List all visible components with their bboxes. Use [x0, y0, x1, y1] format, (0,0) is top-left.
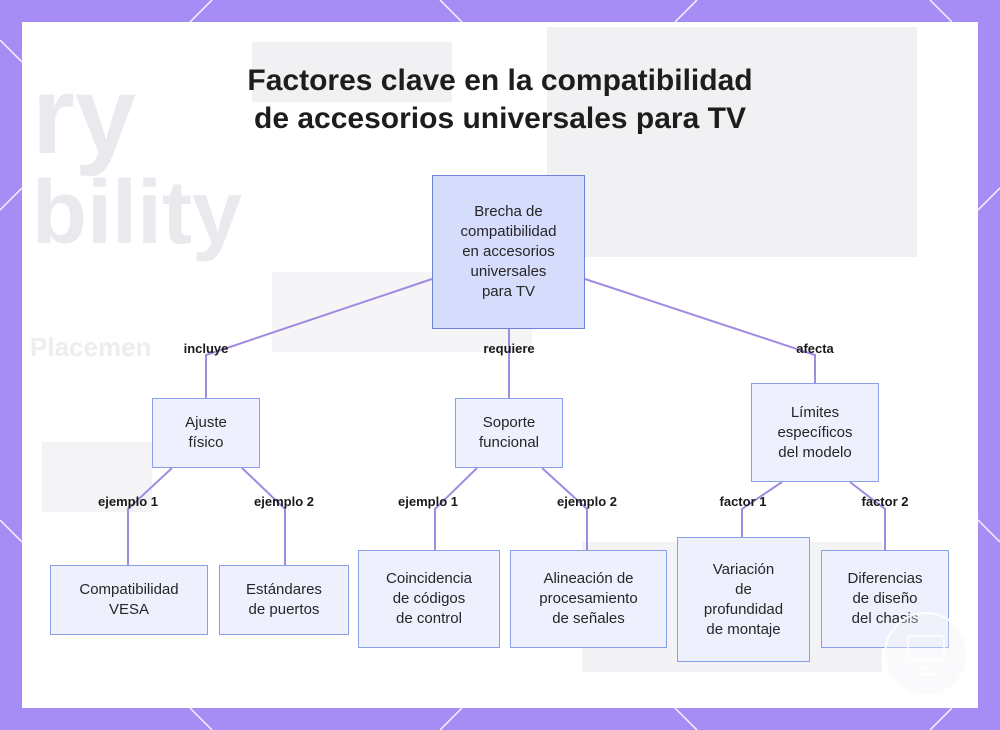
diagram-title: Factores clave en la compatibilidad de a…: [22, 62, 978, 138]
edge-soporte-ej2: [541, 467, 588, 550]
edge-label-soporte-ej1: ejemplo 1: [398, 494, 458, 509]
node-limites-modelo-label: Límites específicos del modelo: [777, 403, 853, 461]
node-profundidad-montaje: Variación de profundidad de montaje: [677, 537, 810, 662]
node-soporte-funcional: Soporte funcional: [455, 398, 563, 468]
title-line-1: Factores clave en la compatibilidad: [247, 64, 753, 97]
edge-ajuste-ej1: [127, 467, 173, 565]
tv-badge: [884, 612, 968, 696]
node-estandares-puertos: Estándares de puertos: [219, 565, 349, 635]
node-codigos-control-label: Coincidencia de códigos de control: [386, 570, 472, 627]
node-procesamiento-senales-label: Alineación de procesamiento de señales: [539, 570, 638, 627]
title-line-2: de accesorios universales para TV: [254, 102, 746, 135]
edge-label-soporte-ej2: ejemplo 2: [557, 494, 617, 509]
tv-icon: [907, 635, 945, 675]
edge-label-limites-f2: factor 2: [861, 494, 909, 509]
edge-afecta: [584, 278, 816, 383]
edge-label-incluye: incluye: [183, 341, 229, 356]
node-compatibilidad-vesa-label: Compatibilidad VESA: [79, 581, 179, 618]
node-diseno-chasis-label: Diferencias de diseño del chasis: [847, 570, 923, 627]
node-procesamiento-senales: Alineación de procesamiento de señales: [510, 550, 667, 648]
edge-label-afecta: afecta: [796, 341, 834, 356]
edge-label-ajuste-ej1: ejemplo 1: [98, 494, 158, 509]
connector-lines: [127, 278, 886, 565]
edge-limites-f2: [849, 481, 886, 550]
node-root: Brecha de compatibilidad en accesorios u…: [432, 175, 585, 329]
diagram-panel: ry bility Placemen Factores clave en la …: [22, 22, 978, 708]
edge-label-requiere: requiere: [483, 341, 535, 356]
node-profundidad-montaje-label: Variación de profundidad de montaje: [703, 560, 784, 638]
node-ajuste-fisico: Ajuste físico: [152, 398, 260, 468]
edge-limites-f1: [741, 481, 783, 537]
node-soporte-funcional-label: Soporte funcional: [478, 414, 540, 451]
node-limites-modelo: Límites específicos del modelo: [751, 383, 879, 482]
node-codigos-control: Coincidencia de códigos de control: [358, 550, 500, 648]
edge-ajuste-ej2: [241, 467, 286, 565]
edge-label-ajuste-ej2: ejemplo 2: [254, 494, 314, 509]
edge-label-limites-f1: factor 1: [719, 494, 767, 509]
node-compatibilidad-vesa: Compatibilidad VESA: [50, 565, 208, 635]
edge-soporte-ej1: [434, 467, 478, 550]
node-estandares-puertos-label: Estándares de puertos: [246, 581, 322, 618]
node-ajuste-fisico-label: Ajuste físico: [185, 414, 227, 451]
node-root-label: Brecha de compatibilidad en accesorios u…: [460, 203, 557, 300]
edge-incluye: [205, 278, 433, 398]
